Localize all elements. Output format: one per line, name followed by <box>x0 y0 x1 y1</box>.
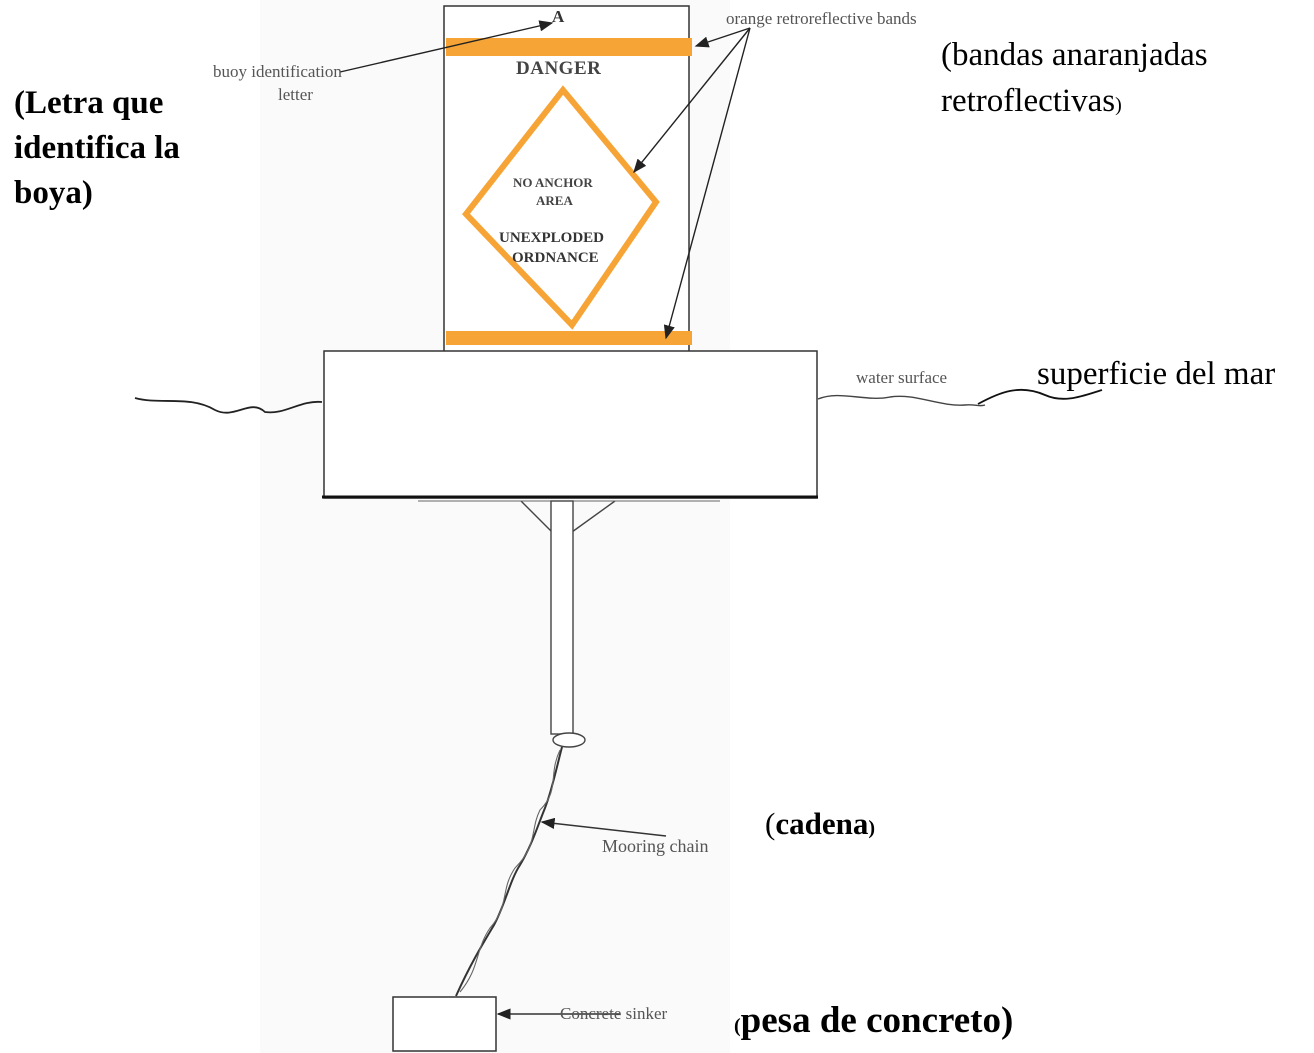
top-orange-band <box>446 38 692 56</box>
cadena-text: cadena <box>775 806 869 841</box>
letra-label-3: boya) <box>14 175 93 211</box>
buoy-sign-panel <box>443 5 690 353</box>
letra-label-2: identifica la <box>14 130 180 166</box>
pesa-text: pesa de concreto) <box>740 1000 1014 1041</box>
bands-label: orange retroreflective bands <box>726 9 917 28</box>
bandas-label-2: retroflectivas) <box>941 78 1122 128</box>
concrete-sinker <box>392 996 497 1052</box>
cadena-close-paren: ) <box>868 817 875 839</box>
ordnance-line2: ORDNANCE <box>512 250 599 266</box>
water-surface-right <box>817 394 986 407</box>
arrow-band-diamond <box>633 27 751 174</box>
bandas-label-2-text: retroflectivas <box>941 83 1116 119</box>
arrow-buoy-letter <box>339 20 554 73</box>
no-anchor-line1: NO ANCHOR <box>513 175 593 190</box>
warning-diamond <box>462 85 660 330</box>
ordnance-line1: UNEXPLODED <box>499 230 605 246</box>
bridle-right <box>571 500 616 533</box>
arrow-band-top <box>694 27 751 48</box>
water-surface-label: water surface <box>856 368 948 387</box>
letra-label-1: (Letra que <box>14 85 164 121</box>
no-anchor-line2: AREA <box>536 193 573 208</box>
buoy-letter: A <box>552 7 565 26</box>
bandas-label-1: (bandas anaranjadas <box>941 37 1208 73</box>
buoy-id-label-2: letter <box>278 85 313 104</box>
buoy-float <box>323 350 818 499</box>
water-surface-left <box>134 397 323 414</box>
arrow-band-bottom <box>663 27 751 340</box>
water-surface-far-right <box>977 388 1103 405</box>
concrete-sinker-label: Concrete sinker <box>560 1004 668 1023</box>
danger-text: DANGER <box>516 58 602 79</box>
bottom-orange-band <box>446 331 692 345</box>
shackle-ring <box>552 732 586 748</box>
pesa-label: (pesa de concreto) <box>734 997 1013 1050</box>
superficie-label: superficie del mar <box>1037 356 1276 392</box>
bridle-left <box>520 500 553 533</box>
cadena-label: (cadena) <box>765 803 875 849</box>
mooring-chain-twist <box>459 749 561 993</box>
mooring-chain-label: Mooring chain <box>602 836 709 856</box>
mooring-pipe <box>550 500 574 735</box>
bandas-close-paren: ) <box>1115 94 1122 116</box>
cadena-open-paren: ( <box>765 806 776 841</box>
pesa-open-paren: ( <box>734 1015 741 1037</box>
arrow-chain <box>540 817 667 837</box>
buoy-id-label-1: buoy identification <box>213 62 342 81</box>
